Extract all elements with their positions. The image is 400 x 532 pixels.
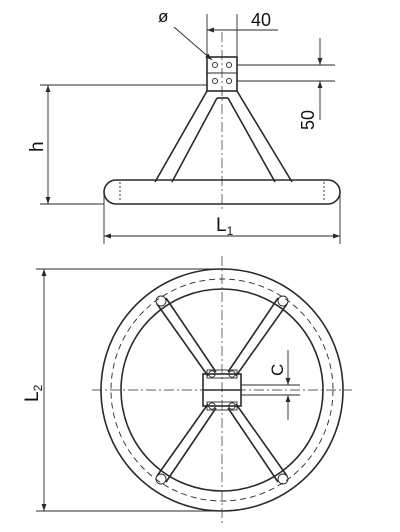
- diameter-label: ø: [158, 7, 168, 26]
- dimension-40-label: 40: [251, 10, 271, 30]
- diameter-leader: ø: [158, 7, 213, 61]
- dimension-l1-label: L1: [216, 215, 234, 238]
- plan-view: C L2: [22, 256, 352, 524]
- dimension-l1: L1: [103, 192, 341, 244]
- dimension-h: h: [27, 84, 207, 205]
- dimension-l2: L2: [22, 268, 222, 512]
- dimension-50-label: 50: [298, 110, 318, 130]
- dimension-h-label: h: [27, 141, 48, 152]
- dimension-40: 40: [206, 10, 278, 57]
- dimension-c: C: [241, 350, 300, 420]
- dimension-50: 50: [237, 38, 335, 130]
- plan-spokes: [155, 295, 289, 485]
- dimension-l2-label: L2: [22, 384, 45, 402]
- dimension-c-label: C: [268, 364, 287, 376]
- side-view: 40 ø 50 h L1: [27, 7, 341, 244]
- hub-clamp: [202, 369, 242, 411]
- frame-legs: [154, 90, 293, 183]
